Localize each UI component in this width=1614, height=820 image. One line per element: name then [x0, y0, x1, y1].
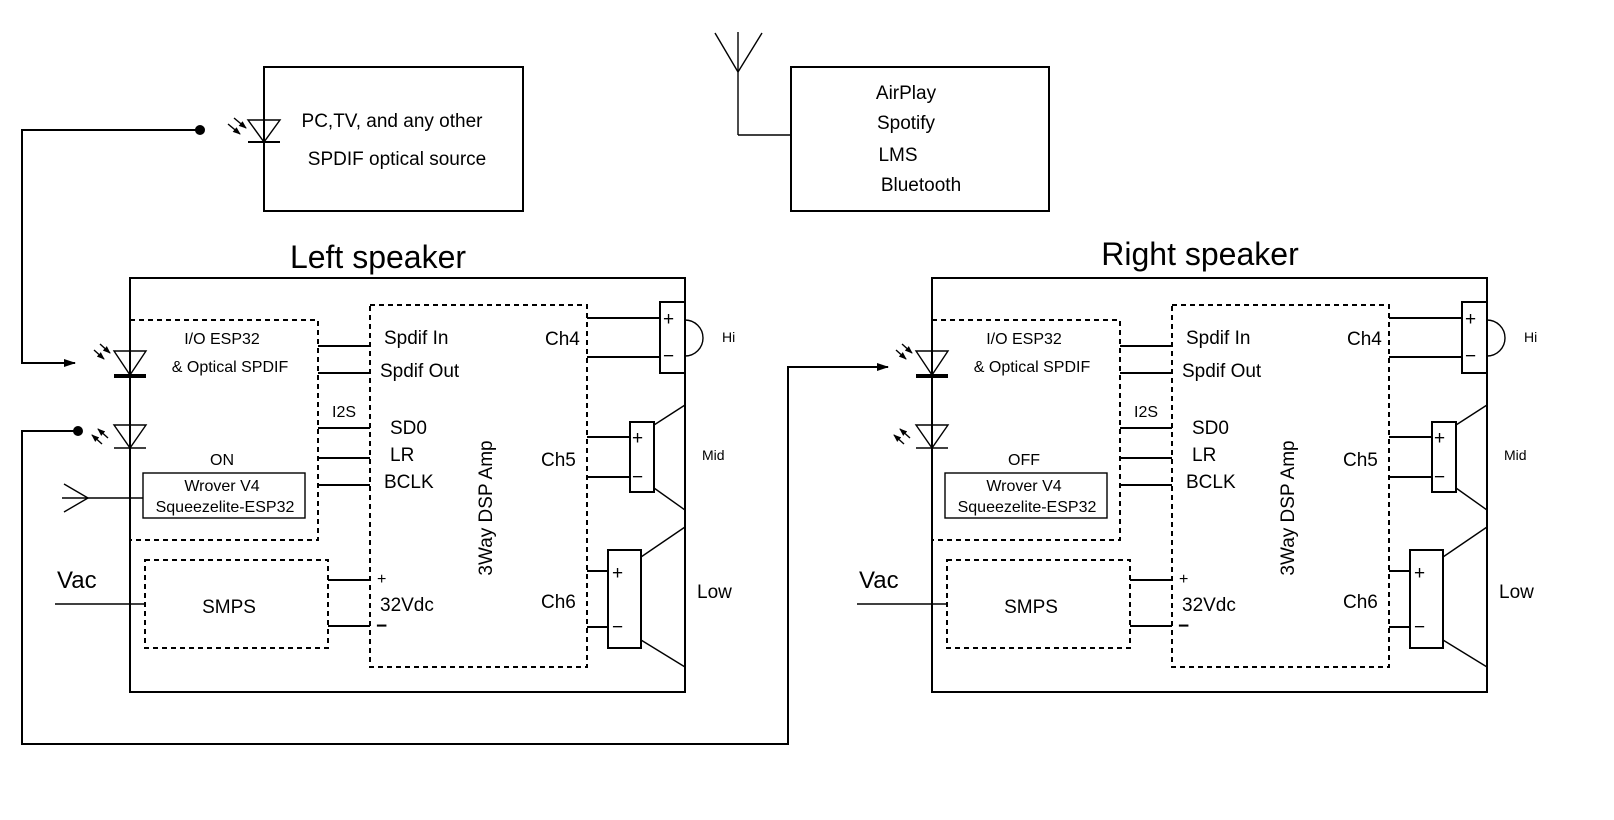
streaming-box	[790, 66, 1050, 212]
tweeter-icon	[1461, 301, 1506, 374]
ch5-label: Ch5	[1343, 450, 1378, 471]
optical-wiring	[21, 125, 889, 745]
left-to-right-wire	[21, 363, 889, 745]
antenna-icon	[714, 32, 791, 136]
speaker-title: Left speaker	[290, 239, 466, 275]
streaming-item: LMS	[878, 145, 917, 166]
mid-label: Mid	[702, 447, 725, 463]
plus-terminal: +	[663, 309, 674, 330]
esp-label-line2: & Optical SPDIF	[172, 359, 289, 376]
mid-label: Mid	[1504, 447, 1527, 463]
sd0-label: SD0	[390, 418, 427, 439]
wrover-module-box	[944, 472, 1108, 519]
low-label: Low	[697, 582, 732, 603]
module-label-line2: Squeezelite-ESP32	[156, 499, 295, 516]
source-optical-diode-icon	[227, 95, 282, 170]
plus-terminal: +	[1414, 563, 1425, 584]
speaker-enclosure	[931, 277, 1488, 693]
tweeter-icon	[659, 301, 704, 374]
module-label-line1: Wrover V4	[184, 478, 259, 495]
plus-terminal: +	[1465, 309, 1476, 330]
ch6-label: Ch6	[541, 592, 576, 613]
optical-receiver-diode-icon	[93, 343, 148, 378]
power-state-label: OFF	[1008, 452, 1040, 469]
minus-terminal: −	[1414, 617, 1425, 638]
vac-label: Vac	[859, 567, 899, 594]
midrange-speaker-icon	[629, 404, 686, 511]
dc-minus-label: −	[376, 616, 387, 637]
plus-terminal: +	[1434, 428, 1445, 449]
esp32-section	[932, 319, 1121, 541]
lr-label: LR	[1192, 445, 1216, 466]
midrange-speaker-icon	[1431, 404, 1488, 511]
spdif-source-box	[263, 66, 524, 212]
streaming-item: AirPlay	[876, 83, 937, 104]
amp-label: 3Way DSP Amp	[476, 440, 497, 575]
wrover-module-box	[142, 472, 306, 519]
plus-terminal: +	[632, 428, 643, 449]
module-antenna-icon	[62, 483, 143, 513]
dc-plus-label: +	[1179, 571, 1188, 588]
speaker-title: Right speaker	[1101, 236, 1299, 272]
dc-plus-label: +	[377, 571, 386, 588]
i2s-label: I2S	[1134, 404, 1158, 421]
speaker-enclosure	[129, 277, 686, 693]
esp32-section	[130, 319, 319, 541]
optical-transmitter-diode-icon	[91, 424, 148, 450]
woofer-icon	[1409, 526, 1488, 668]
ch4-label: Ch4	[1347, 329, 1382, 350]
minus-terminal: −	[1434, 467, 1445, 488]
dc-minus-label: −	[1178, 616, 1189, 637]
lr-label: LR	[390, 445, 414, 466]
spdif-source-block: PC,TV, and any other SPDIF optical sourc…	[227, 66, 524, 212]
esp-label-line2: & Optical SPDIF	[974, 359, 1091, 376]
i2s-label: I2S	[332, 404, 356, 421]
module-label-line2: Squeezelite-ESP32	[958, 499, 1097, 516]
source-label-line1: PC,TV, and any other	[302, 111, 484, 132]
streaming-item: Bluetooth	[881, 175, 961, 196]
streaming-block: AirPlay Spotify LMS Bluetooth	[714, 32, 1050, 212]
dc-voltage-label: 32Vdc	[1182, 595, 1236, 616]
esp-label-line1: I/O ESP32	[184, 331, 260, 348]
module-label-line1: Wrover V4	[986, 478, 1061, 495]
optical-transmitter-diode-icon	[893, 424, 950, 450]
spdif-out-label: Spdif Out	[1182, 361, 1262, 382]
source-label-line2: SPDIF optical source	[308, 149, 486, 170]
sd0-label: SD0	[1192, 418, 1229, 439]
hi-label: Hi	[722, 329, 735, 345]
woofer-icon	[607, 526, 686, 668]
spdif-in-label: Spdif In	[1186, 328, 1250, 349]
bclk-label: BCLK	[1186, 472, 1236, 493]
minus-terminal: −	[612, 617, 623, 638]
plus-terminal: +	[612, 563, 623, 584]
optical-receiver-diode-icon	[895, 343, 950, 378]
ch6-label: Ch6	[1343, 592, 1378, 613]
streaming-item: Spotify	[877, 113, 936, 134]
hi-label: Hi	[1524, 329, 1537, 345]
spdif-in-label: Spdif In	[384, 328, 448, 349]
smps-label: SMPS	[202, 597, 256, 618]
ch5-label: Ch5	[541, 450, 576, 471]
power-state-label: ON	[210, 452, 234, 469]
minus-terminal: −	[1465, 346, 1476, 367]
spdif-out-label: Spdif Out	[380, 361, 460, 382]
dc-voltage-label: 32Vdc	[380, 595, 434, 616]
vac-label: Vac	[57, 567, 97, 594]
smps-label: SMPS	[1004, 597, 1058, 618]
source-to-left-wire	[21, 129, 200, 367]
bclk-label: BCLK	[384, 472, 434, 493]
amp-label: 3Way DSP Amp	[1278, 440, 1299, 575]
ch4-label: Ch4	[545, 329, 580, 350]
low-label: Low	[1499, 582, 1534, 603]
esp-label-line1: I/O ESP32	[986, 331, 1062, 348]
minus-terminal: −	[632, 467, 643, 488]
minus-terminal: −	[663, 346, 674, 367]
